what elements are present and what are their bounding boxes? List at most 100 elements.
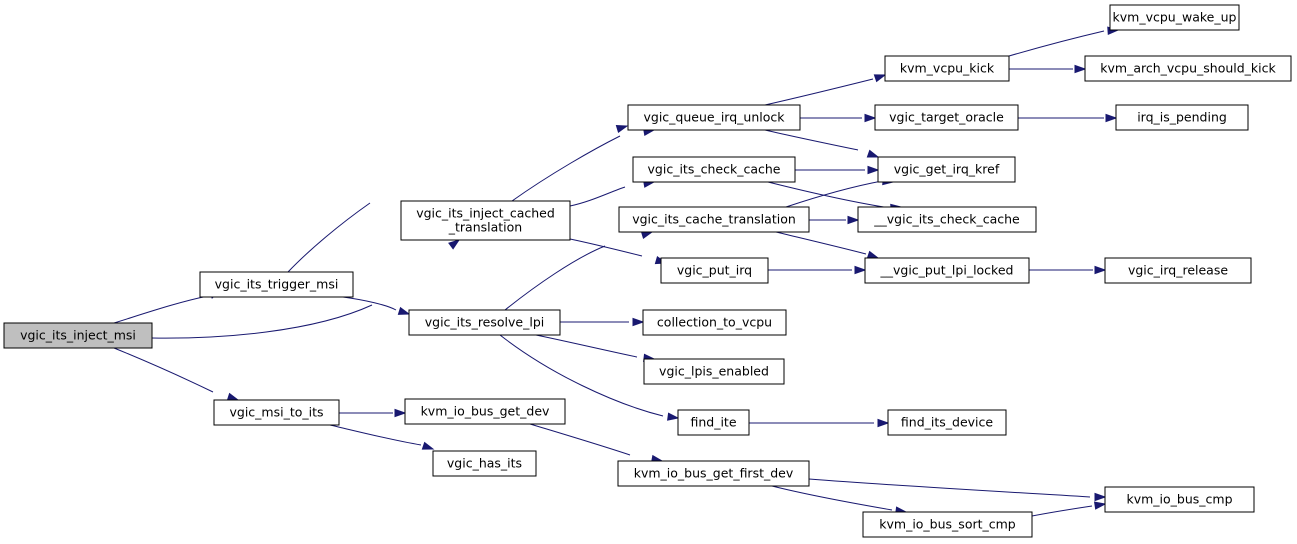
node-label: find_its_device xyxy=(901,415,993,430)
node-label: find_ite xyxy=(690,415,736,430)
edge-line xyxy=(342,296,397,311)
edge-arrowhead xyxy=(847,215,860,225)
node-vgic-target-oracle[interactable]: vgic_target_oracle xyxy=(874,104,1019,131)
edge-n14-n21 xyxy=(749,418,890,428)
node-label: kvm_vcpu_wake_up xyxy=(1113,10,1237,25)
node-kvm-io-bus-sort-cmp[interactable]: kvm_io_bus_sort_cmp xyxy=(862,511,1033,538)
edge-arrowhead xyxy=(854,265,867,275)
node-label: collection_to_vcpu xyxy=(657,315,772,330)
node-box xyxy=(199,271,354,298)
edge-line xyxy=(113,295,209,324)
node-box xyxy=(660,257,769,284)
node-irq-is-pending[interactable]: irq_is_pending xyxy=(1115,104,1249,131)
node-vgic-its-inject-msi[interactable]: vgic_its_inject_msi xyxy=(3,322,153,349)
node-vgic-its-inject-cached-translation[interactable]: vgic_its_inject_cached_translation xyxy=(400,200,571,241)
node-kvm-io-bus-get-dev[interactable]: kvm_io_bus_get_dev xyxy=(404,398,566,425)
node-box xyxy=(877,156,1016,183)
node-kvm-arch-vcpu-should-kick[interactable]: kvm_arch_vcpu_should_kick xyxy=(1084,55,1292,82)
node-label: vgic_queue_irq_unlock xyxy=(644,110,786,125)
node-kvm-io-bus-cmp[interactable]: kvm_io_bus_cmp xyxy=(1104,486,1255,513)
edge-line xyxy=(151,304,373,339)
edge-arrowhead xyxy=(226,392,240,401)
node-label: kvm_io_bus_get_first_dev xyxy=(634,466,794,481)
edge-arrowhead xyxy=(866,149,880,158)
edge-n6-n15 xyxy=(529,423,664,464)
node-box xyxy=(3,322,153,349)
edge-line xyxy=(775,231,867,255)
node-label: vgic_lpis_enabled xyxy=(659,364,769,379)
node-vgic-its-cache-translation[interactable]: vgic_its_cache_translation xyxy=(618,206,810,233)
node-vgic-has-its[interactable]: vgic_has_its xyxy=(432,450,537,477)
node-box xyxy=(627,104,801,131)
edge-arrowhead xyxy=(877,418,890,428)
node-label: vgic_its_inject_cached xyxy=(416,206,555,221)
edge-arrowhead xyxy=(1074,64,1087,74)
edge-n10-n20 xyxy=(775,231,880,259)
edge-n8-n16 xyxy=(764,74,887,106)
node-vgic-queue-irq-unlock[interactable]: vgic_queue_irq_unlock xyxy=(627,104,801,131)
node-label: kvm_arch_vcpu_should_kick xyxy=(1100,61,1276,76)
edge-arrowhead xyxy=(448,239,461,250)
edge-n3-n6 xyxy=(338,408,407,418)
edge-n22-n23 xyxy=(1031,501,1107,517)
nodes-layer: vgic_its_inject_msivgic_its_trigger_msiv… xyxy=(3,4,1292,538)
edge-n10-n18 xyxy=(785,176,895,208)
node-label: __vgic_its_check_cache xyxy=(873,212,1020,227)
edge-arrowhead xyxy=(421,441,435,450)
node-label: vgic_its_resolve_lpi xyxy=(425,315,544,330)
node-label: __vgic_put_lpi_locked xyxy=(880,263,1014,278)
node-vgic-get-irq-kref[interactable]: vgic_get_irq_kref xyxy=(877,156,1016,183)
edge-n2-n5 xyxy=(342,296,411,315)
node-label: vgic_irq_release xyxy=(1128,263,1228,278)
edge-n11-n20 xyxy=(768,265,867,275)
edge-line xyxy=(287,202,371,273)
edge-arrowhead xyxy=(867,165,880,175)
edge-line xyxy=(569,238,643,257)
node-box xyxy=(432,450,537,477)
node-find-ite[interactable]: find_ite xyxy=(677,409,750,436)
node-vgic-lpis-enabled[interactable]: vgic_lpis_enabled xyxy=(643,358,785,385)
node-box xyxy=(1115,104,1249,131)
edge-arrowhead xyxy=(1105,113,1118,123)
node-vgic-its-check-cache[interactable]: vgic_its_check_cache xyxy=(632,156,796,183)
edge-line xyxy=(1031,505,1093,517)
edge-n4-n11 xyxy=(569,238,668,265)
node-box xyxy=(1084,55,1292,82)
node-label: kvm_vcpu_kick xyxy=(900,61,995,76)
edge-arrowhead xyxy=(866,250,880,259)
node-vgic-its-trigger-msi[interactable]: vgic_its_trigger_msi xyxy=(199,271,354,298)
node-find-its-device[interactable]: find_its_device xyxy=(887,409,1007,436)
node-vgic-its-resolve-lpi[interactable]: vgic_its_resolve_lpi xyxy=(408,309,561,336)
edge-line xyxy=(499,334,664,417)
node-vgic-irq-release[interactable]: vgic_irq_release xyxy=(1104,257,1252,284)
edge-n5-n13 xyxy=(535,334,656,362)
edge-line xyxy=(511,135,621,202)
node-label: vgic_target_oracle xyxy=(889,110,1004,125)
edge-arrowhead xyxy=(394,408,407,418)
node-label: kvm_io_bus_sort_cmp xyxy=(879,517,1016,532)
edge-line xyxy=(569,186,626,207)
node-box xyxy=(862,511,1033,538)
edge-arrowhead xyxy=(615,124,629,134)
node-box xyxy=(618,206,810,233)
node-box xyxy=(213,399,340,426)
node-label: vgic_its_cache_translation xyxy=(632,212,796,227)
edge-arrowhead xyxy=(873,74,887,83)
node-box xyxy=(1104,486,1255,513)
node-vgic-msi-to-its[interactable]: vgic_msi_to_its xyxy=(213,399,340,426)
node-vgic-its-check-cache-internal[interactable]: __vgic_its_check_cache xyxy=(857,206,1037,233)
node-kvm-io-bus-get-first-dev[interactable]: kvm_io_bus_get_first_dev xyxy=(617,460,810,487)
node-collection-to-vcpu[interactable]: collection_to_vcpu xyxy=(642,309,787,336)
node-box xyxy=(643,358,785,385)
node-box xyxy=(887,409,1007,436)
node-kvm-vcpu-kick[interactable]: kvm_vcpu_kick xyxy=(884,55,1010,82)
node-label: vgic_its_inject_msi xyxy=(20,328,136,343)
edge-n1-n3 xyxy=(113,347,240,401)
edge-n5-n14 xyxy=(499,334,680,421)
edge-arrowhead xyxy=(640,230,654,240)
edge-n15-n22 xyxy=(771,485,908,515)
node-vgic-put-irq[interactable]: vgic_put_irq xyxy=(660,257,769,284)
node-kvm-vcpu-wake-up[interactable]: kvm_vcpu_wake_up xyxy=(1109,4,1240,31)
node-label: _translation xyxy=(448,220,522,235)
node-vgic-put-lpi-locked[interactable]: __vgic_put_lpi_locked xyxy=(864,257,1030,284)
